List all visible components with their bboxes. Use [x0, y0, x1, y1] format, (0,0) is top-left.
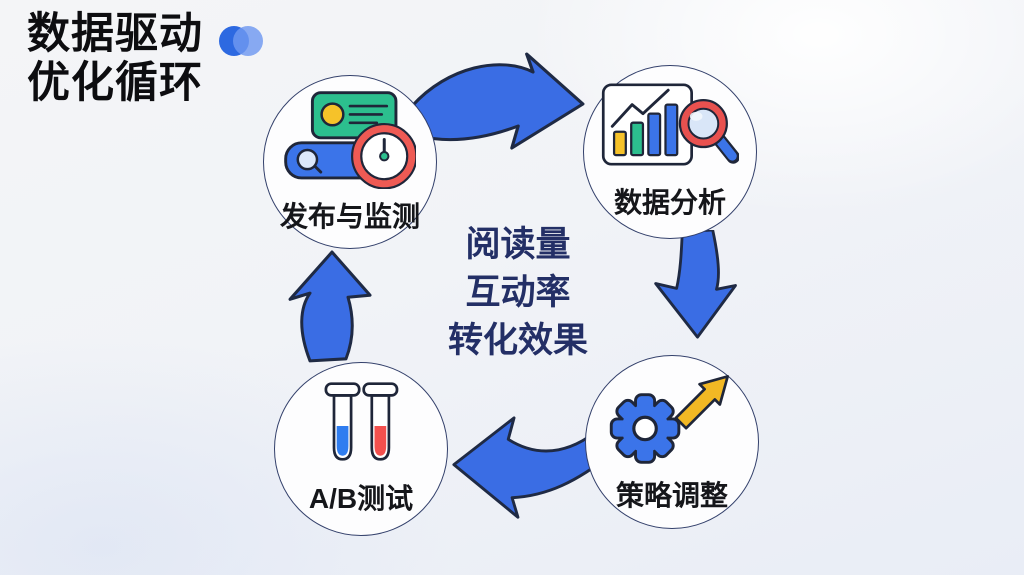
- cycle-arrow-bottom: [452, 416, 615, 519]
- cycle-arrow-left: [288, 250, 372, 363]
- metric-line-1: 阅读量: [465, 225, 571, 264]
- node-data-analysis: 数据分析: [583, 65, 757, 239]
- dot-light-blue: [233, 26, 263, 56]
- node-label-data-analysis: 数据分析: [613, 187, 726, 218]
- publish-monitor-icon: [284, 90, 416, 189]
- node-ab-test: A/B测试: [274, 362, 448, 536]
- test-tubes-icon: [324, 382, 399, 461]
- center-metrics: 阅读量 互动率 转化效果: [418, 221, 618, 365]
- page-title: 数据驱动 优化循环: [27, 10, 203, 107]
- chart-magnifier-icon: [601, 83, 739, 166]
- node-publish-monitor: 发布与监测: [263, 75, 437, 249]
- metric-line-2: 互动率: [465, 272, 571, 312]
- node-label-publish-monitor: 发布与监测: [279, 200, 420, 232]
- title-line-1: 数据驱动: [27, 10, 203, 58]
- overlapping-dots-icon: [219, 25, 279, 57]
- cycle-arrow-right: [654, 230, 737, 339]
- node-label-ab-test: A/B测试: [308, 483, 414, 514]
- metric-line-3: 转化效果: [447, 320, 588, 360]
- cycle-arrow-top: [410, 52, 585, 150]
- node-strategy-adjust: 策略调整: [585, 355, 759, 529]
- gear-growth-arrow-icon: [609, 374, 730, 464]
- node-label-strategy-adjust: 策略调整: [615, 479, 728, 511]
- title-line-2: 优化循环: [27, 58, 203, 107]
